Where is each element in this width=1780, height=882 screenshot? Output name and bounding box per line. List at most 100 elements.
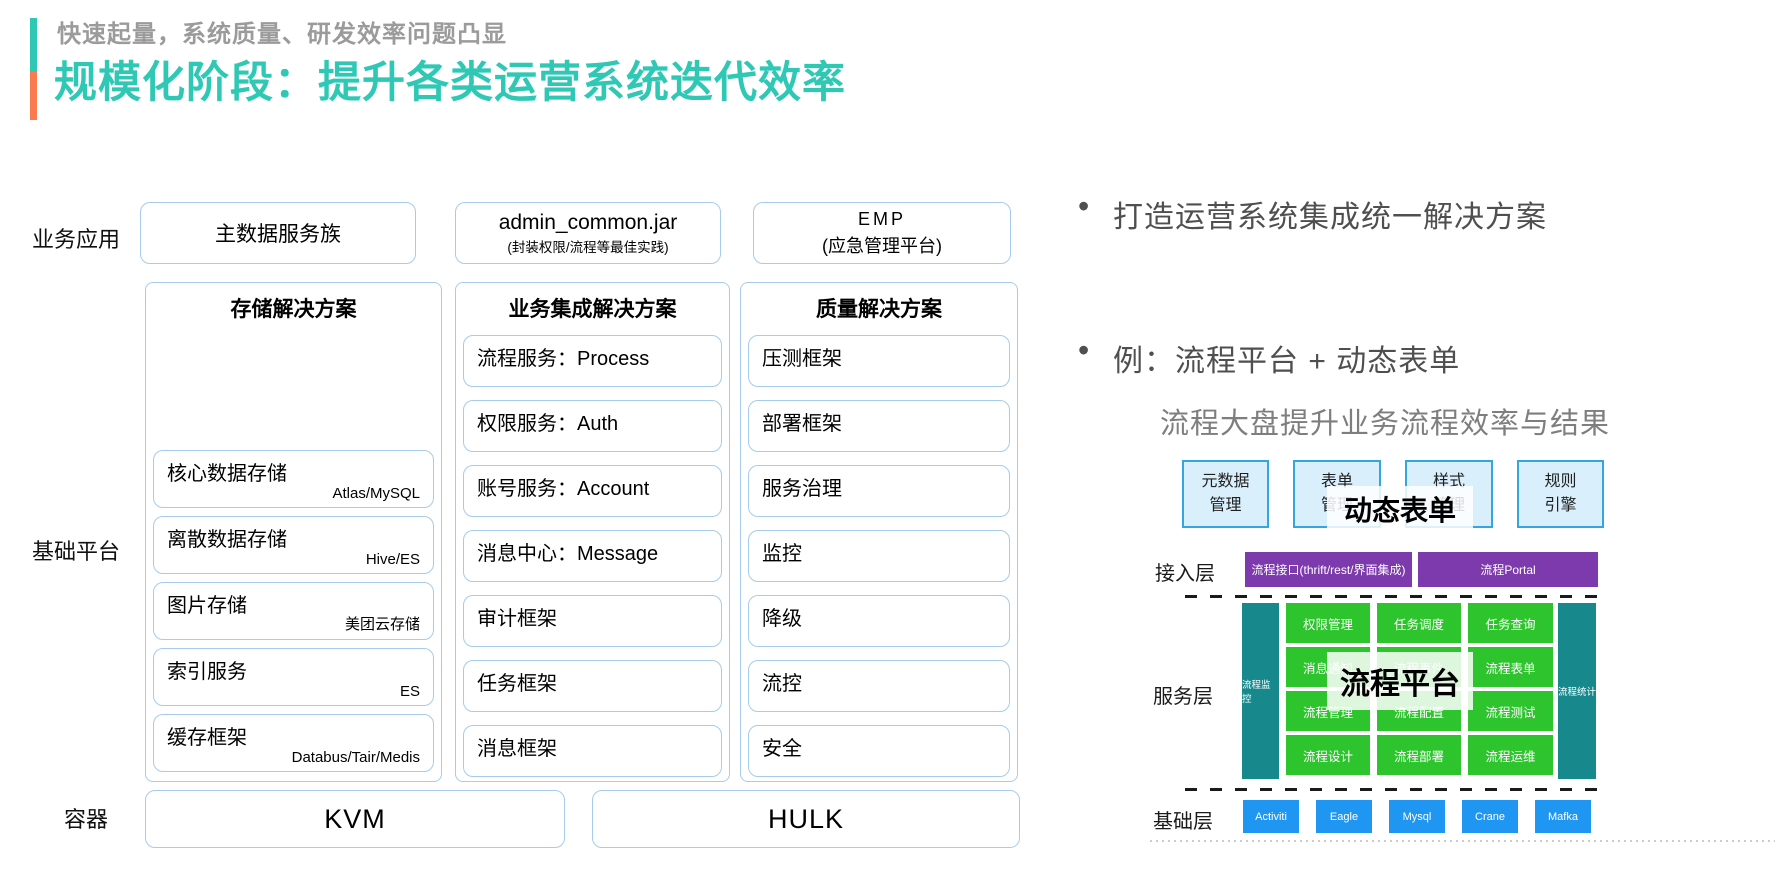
app-box-admin-common: admin_common.jar (封装权限/流程等最佳实践)	[455, 202, 721, 264]
solution-box: 流程服务：Process	[463, 335, 722, 387]
app-subtitle: (应急管理平台)	[822, 235, 942, 256]
base-chip-activiti: Activiti	[1243, 800, 1299, 833]
process-stats-bar: 流程统计	[1558, 603, 1596, 779]
solution-box: 压测框架	[748, 335, 1010, 387]
bullet-icon: •	[1078, 332, 1090, 368]
app-title: 主数据服务族	[215, 223, 341, 246]
service-layer-label: 服务层	[1153, 686, 1213, 708]
base-layer-label: 基础层	[1153, 811, 1213, 833]
box-label: 索引服务	[167, 661, 247, 683]
box-label: 流程服务：Process	[477, 348, 650, 370]
page-title: 规模化阶段：提升各类运营系统迭代效率	[54, 59, 846, 107]
box-tech: Atlas/MySQL	[332, 485, 420, 502]
box-label: 核心数据存储	[167, 463, 287, 485]
process-monitor-bar: 流程监控	[1242, 603, 1279, 779]
box-label: 审计框架	[477, 608, 557, 630]
solution-box: 安全	[748, 725, 1010, 777]
service-grid-cell: 任务调度	[1377, 603, 1461, 643]
dashed-divider-bottom	[1185, 788, 1608, 791]
solution-box: 监控	[748, 530, 1010, 582]
box-label: 安全	[762, 738, 802, 760]
base-chip-mysql: Mysql	[1389, 800, 1445, 833]
box-label: 缓存框架	[167, 727, 247, 749]
box-label: 任务框架	[477, 673, 557, 695]
dynamic-form-overlay: 动态表单	[1327, 486, 1473, 531]
box-label: 账号服务：Account	[477, 478, 650, 500]
bullet-text-solution: 打造运营系统集成统一解决方案	[1113, 201, 1547, 234]
box-label: 消息框架	[477, 738, 557, 760]
bullet-text-example: 例：流程平台 + 动态表单	[1113, 345, 1461, 378]
solution-box: 降级	[748, 595, 1010, 647]
box-label: 消息中心：Message	[477, 543, 659, 565]
container-box-hulk: HULK	[592, 790, 1020, 848]
solution-box: 缓存框架 Databus/Tair/Medis	[153, 714, 434, 772]
service-grid-cell: 流程测试	[1468, 691, 1553, 731]
app-box-master-data: 主数据服务族	[140, 202, 416, 264]
base-chip-mafka: Mafka	[1535, 800, 1591, 833]
app-title: EMP	[857, 208, 906, 229]
solution-box: 消息中心：Message	[463, 530, 722, 582]
solution-box: 索引服务 ES	[153, 648, 434, 706]
box-label: 离散数据存储	[167, 529, 287, 551]
container-box-kvm: KVM	[145, 790, 565, 848]
solution-box: 审计框架	[463, 595, 722, 647]
access-layer-label: 接入层	[1155, 563, 1215, 585]
kicker-text: 快速起量，系统质量、研发效率问题凸显	[57, 21, 507, 48]
accent-bar-orange	[30, 72, 37, 120]
service-grid-cell: 权限管理	[1286, 603, 1370, 643]
box-label: 流控	[762, 673, 802, 695]
box-label: 图片存储	[167, 595, 247, 617]
solution-box: 离散数据存储 Hive/ES	[153, 516, 434, 574]
app-subtitle: (封装权限/流程等最佳实践)	[507, 239, 669, 255]
subnote-text: 流程大盘提升业务流程效率与结果	[1160, 408, 1611, 440]
box-tech: Databus/Tair/Medis	[291, 749, 420, 766]
bullet-icon: •	[1078, 188, 1090, 224]
column-title: 质量解决方案	[816, 298, 942, 321]
form-box-line1: 表单	[1320, 473, 1353, 490]
solution-box: 流控	[748, 660, 1010, 712]
solution-box: 图片存储 美团云存储	[153, 582, 434, 640]
solution-box: 服务治理	[748, 465, 1010, 517]
solution-box: 消息框架	[463, 725, 722, 777]
app-box-emp: EMP (应急管理平台)	[753, 202, 1011, 264]
column-title: 业务集成解决方案	[508, 298, 677, 321]
process-api-box: 流程接口(thrift/rest/界面集成)	[1245, 552, 1412, 587]
service-grid-cell: 流程设计	[1286, 735, 1370, 775]
base-chip-crane: Crane	[1462, 800, 1518, 833]
row-label-container: 容器	[64, 807, 109, 832]
app-title: admin_common.jar	[498, 210, 678, 234]
form-box-line1: 样式	[1432, 473, 1465, 490]
solution-box: 核心数据存储 Atlas/MySQL	[153, 450, 434, 508]
accent-bar-teal	[30, 18, 37, 72]
box-label: 权限服务：Auth	[477, 413, 619, 435]
column-title: 存储解决方案	[230, 298, 357, 321]
solution-box: 账号服务：Account	[463, 465, 722, 517]
box-tech: Hive/ES	[365, 551, 420, 568]
box-label: 部署框架	[762, 413, 842, 435]
form-box-line1: 元数据	[1201, 473, 1250, 490]
box-tech: ES	[399, 683, 420, 700]
service-grid-cell: 流程运维	[1468, 735, 1553, 775]
box-tech: 美团云存储	[344, 616, 420, 633]
row-label-business-apps: 业务应用	[32, 227, 121, 252]
form-box-line1: 规则	[1544, 473, 1577, 490]
service-grid-cell: 流程表单	[1468, 647, 1553, 687]
service-grid-cell: 任务查询	[1468, 603, 1553, 643]
service-grid-cell: 流程部署	[1377, 735, 1461, 775]
process-platform-overlay: 流程平台	[1327, 652, 1473, 710]
box-label: 压测框架	[762, 348, 842, 370]
box-label: 服务治理	[762, 478, 842, 500]
process-portal-box: 流程Portal	[1418, 552, 1598, 587]
form-box-line2: 管理	[1209, 497, 1242, 514]
box-label: 降级	[762, 608, 802, 630]
solution-box: 权限服务：Auth	[463, 400, 722, 452]
dashed-divider-top	[1185, 595, 1608, 598]
form-box-metadata: 元数据 管理	[1182, 460, 1269, 528]
box-label: 监控	[762, 543, 802, 565]
row-label-base-platform: 基础平台	[32, 539, 121, 564]
form-box-rule-engine: 规则 引擎	[1517, 460, 1604, 528]
form-box-line2: 引擎	[1544, 497, 1577, 514]
solution-box: 部署框架	[748, 400, 1010, 452]
base-chip-eagle: Eagle	[1316, 800, 1372, 833]
